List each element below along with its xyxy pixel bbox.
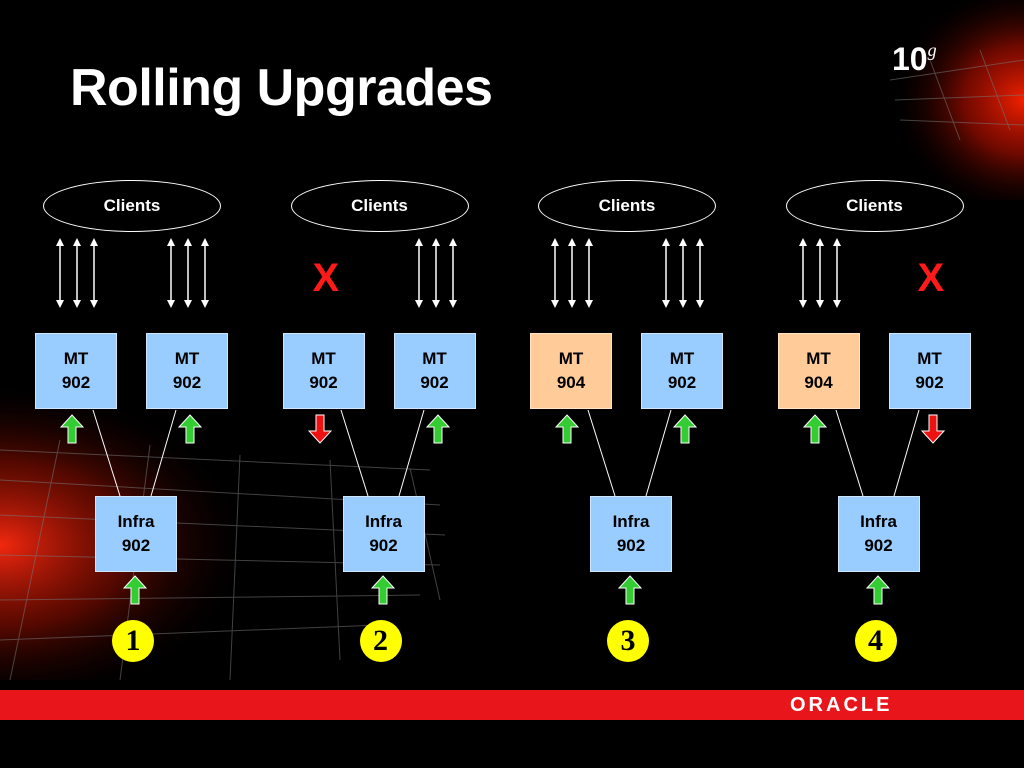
infra-link-left: [835, 409, 863, 497]
mt-node-right-version: 902: [667, 373, 697, 392]
mt-node-right-version: 902: [915, 373, 944, 392]
mt-node-left-label: MT: [806, 349, 831, 368]
infra-node: Infra 902: [342, 496, 425, 572]
infra-status-arrow: [865, 575, 890, 605]
clients-node: Clients: [43, 180, 221, 232]
mt-node-left: MT 904: [530, 333, 612, 409]
panel-connectors: [307, 238, 457, 605]
infra-node-version: 902: [121, 536, 151, 555]
mt-node-right-version: 902: [420, 373, 449, 392]
mt-right-status-arrow: [425, 414, 450, 444]
infra-status-arrow: [370, 575, 395, 605]
mt-node-right-label: MT: [669, 349, 695, 368]
mt-node-right-label: MT: [422, 349, 447, 368]
infra-link-right: [398, 409, 424, 497]
infra-link-right: [150, 409, 177, 497]
infra-node-label: Infra: [860, 512, 897, 531]
mt-node-right-label: MT: [917, 349, 942, 368]
infra-link-right: [893, 409, 919, 497]
mt-node-right: MT 902: [146, 333, 228, 409]
mt-node-left-label: MT: [311, 349, 336, 368]
oracle-logo: ORACLE: [790, 694, 893, 716]
infra-node: Infra 902: [837, 496, 920, 572]
infra-node: Infra 902: [95, 496, 177, 572]
mt-left-status-arrow: [554, 414, 580, 444]
mt-node-left-version: 904: [804, 373, 833, 392]
client-link-right: [167, 238, 209, 308]
panel-connectors: [798, 238, 945, 605]
mt-left-status-arrow: [59, 414, 85, 444]
mt-node-left-label: MT: [558, 349, 584, 368]
infra-node-version: 902: [369, 536, 398, 555]
mt-node-left-label: MT: [63, 349, 89, 368]
mt-node-right: MT 902: [888, 333, 971, 409]
client-link-left: [56, 238, 98, 308]
client-link-left: [798, 238, 841, 308]
step-number-badge: 2: [359, 620, 402, 662]
infra-node-label: Infra: [117, 512, 155, 531]
mt-node-left: MT 902: [35, 333, 117, 409]
mt-left-status-arrow: [802, 414, 827, 444]
link-failure-mark: X: [312, 256, 340, 300]
infra-node-version: 902: [864, 536, 893, 555]
infra-status-arrow: [122, 575, 148, 605]
mt-node-right-label: MT: [174, 349, 200, 368]
client-link-left: [551, 238, 593, 308]
panel-connectors: [56, 238, 209, 605]
mt-node-left-version: 902: [61, 373, 91, 392]
infra-node: Infra 902: [590, 496, 672, 572]
step-number-badge: 4: [854, 620, 897, 662]
mt-node-left-version: 902: [309, 373, 338, 392]
mt-right-status-arrow: [177, 414, 203, 444]
infra-link-left: [587, 409, 616, 497]
mt-right-status-arrow: [672, 414, 698, 444]
client-link-right: [662, 238, 704, 308]
clients-node: Clients: [785, 180, 964, 232]
mt-node-right: MT 902: [393, 333, 476, 409]
mt-node-right: MT 902: [641, 333, 723, 409]
infra-status-arrow: [617, 575, 643, 605]
mt-node-left: MT 904: [777, 333, 860, 409]
infra-link-right: [645, 409, 672, 497]
mt-left-status-arrow: [307, 414, 332, 444]
page-title: Rolling Upgrades: [70, 59, 493, 117]
version-logo: 10g: [892, 40, 937, 77]
infra-node-label: Infra: [612, 512, 650, 531]
panel-connectors: [551, 238, 704, 605]
infra-node-version: 902: [616, 536, 646, 555]
mt-node-left: MT 902: [282, 333, 365, 409]
footer-bar: [0, 690, 1024, 720]
clients-node: Clients: [290, 180, 469, 232]
mt-node-left-version: 904: [556, 373, 586, 392]
infra-link-left: [340, 409, 368, 497]
step-number-badge: 3: [607, 620, 649, 662]
mt-right-status-arrow: [920, 414, 945, 444]
clients-node: Clients: [538, 180, 716, 232]
infra-node-label: Infra: [365, 512, 402, 531]
mt-node-right-version: 902: [172, 373, 202, 392]
client-link-right: [414, 238, 457, 308]
infra-link-left: [92, 409, 121, 497]
step-number-badge: 1: [112, 620, 154, 662]
link-failure-mark: X: [917, 256, 945, 300]
